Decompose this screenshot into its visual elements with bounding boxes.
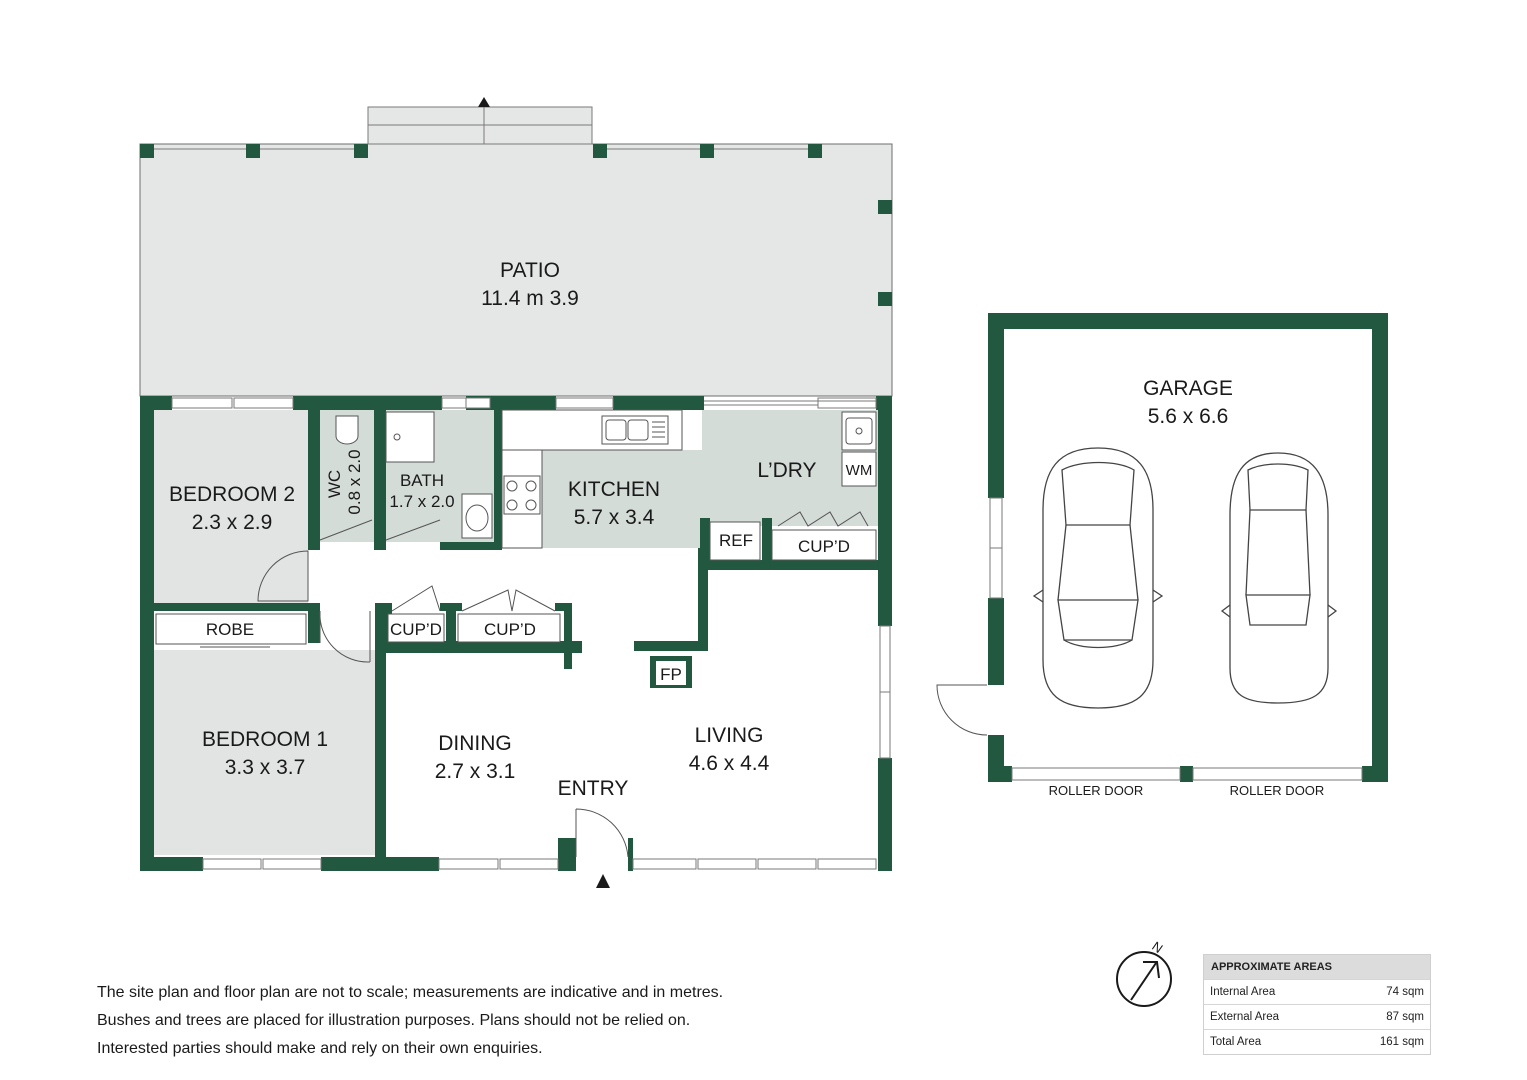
table-row: Internal Area 74 sqm — [1204, 979, 1430, 1004]
living-size: 4.6 x 4.4 — [689, 752, 770, 775]
entry-arrow-icon — [596, 874, 610, 888]
kitchen-floor — [542, 450, 702, 548]
patio-floor — [139, 143, 893, 397]
area-value: 161 sqm — [1379, 1036, 1424, 1048]
cupboard-1-label: CUP’D — [390, 620, 442, 639]
entry-name: ENTRY — [558, 777, 629, 800]
living-name: LIVING — [695, 724, 764, 747]
bedroom1-size: 3.3 x 3.7 — [225, 756, 306, 779]
patio-arrow-icon — [478, 97, 490, 107]
bedroom2-name: BEDROOM 2 — [169, 483, 295, 506]
kitchen-name: KITCHEN — [568, 478, 660, 501]
garage-walls — [988, 313, 1388, 782]
disclaimer: The site plan and floor plan are not to … — [97, 979, 723, 1063]
disclaimer-line-2: Bushes and trees are placed for illustra… — [97, 1012, 691, 1029]
roller-door-left-label: ROLLER DOOR — [1049, 783, 1144, 798]
area-value: 74 sqm — [1386, 986, 1424, 998]
windows — [171, 397, 891, 870]
patio-steps — [367, 106, 593, 145]
patio-name: PATIO — [500, 259, 560, 282]
area-value: 87 sqm — [1386, 1011, 1424, 1023]
areas-table: APPROXIMATE AREAS Internal Area 74 sqm E… — [1203, 954, 1431, 1055]
area-label: Internal Area — [1210, 986, 1276, 998]
garage-size: 5.6 x 6.6 — [1148, 405, 1229, 428]
garage-openings — [989, 497, 1363, 781]
disclaimer-line-3: Interested parties should make and rely … — [97, 1040, 543, 1057]
kitchen-fixtures — [155, 409, 877, 648]
house-walls — [140, 396, 892, 871]
fireplace-box — [656, 661, 686, 685]
bedroom2-floor — [154, 410, 308, 605]
ref-label: REF — [719, 531, 753, 550]
table-row: Total Area 161 sqm — [1204, 1029, 1430, 1054]
bedroom2-size: 2.3 x 2.9 — [192, 511, 273, 534]
laundry-cupboard-label: CUP’D — [798, 537, 850, 556]
robe-label: ROBE — [206, 620, 254, 639]
wc-name: WC — [325, 470, 344, 498]
bath-name: BATH — [400, 471, 444, 490]
fireplace-label: FP — [660, 665, 682, 684]
wm-label: WM — [846, 462, 873, 479]
patio-size: 11.4 m 3.9 — [481, 287, 579, 310]
kitchen-size: 5.7 x 3.4 — [574, 506, 655, 529]
north-compass-icon — [1116, 951, 1172, 1007]
doors — [257, 511, 988, 858]
areas-table-title: APPROXIMATE AREAS — [1204, 955, 1430, 979]
cupboard-2-label: CUP’D — [484, 620, 536, 639]
area-label: Total Area — [1210, 1036, 1262, 1048]
patio-posts — [140, 144, 892, 306]
patio-sliding-door — [704, 400, 876, 406]
garage-name: GARAGE — [1143, 377, 1233, 400]
table-row: External Area 87 sqm — [1204, 1004, 1430, 1029]
dining-name: DINING — [438, 732, 512, 755]
laundry-name: L’DRY — [757, 459, 816, 482]
roller-door-right-label: ROLLER DOOR — [1230, 783, 1325, 798]
area-label: External Area — [1210, 1011, 1280, 1023]
wc-size: 0.8 x 2.0 — [345, 449, 364, 514]
bedroom1-floor — [154, 650, 375, 855]
disclaimer-line-1: The site plan and floor plan are not to … — [97, 984, 724, 1001]
dining-size: 2.7 x 3.1 — [435, 760, 516, 783]
car-right-icon — [1220, 452, 1338, 704]
car-left-icon — [1032, 447, 1164, 709]
bathroom-fixtures — [335, 411, 493, 539]
bedroom1-name: BEDROOM 1 — [202, 728, 328, 751]
bath-size: 1.7 x 2.0 — [389, 492, 454, 511]
